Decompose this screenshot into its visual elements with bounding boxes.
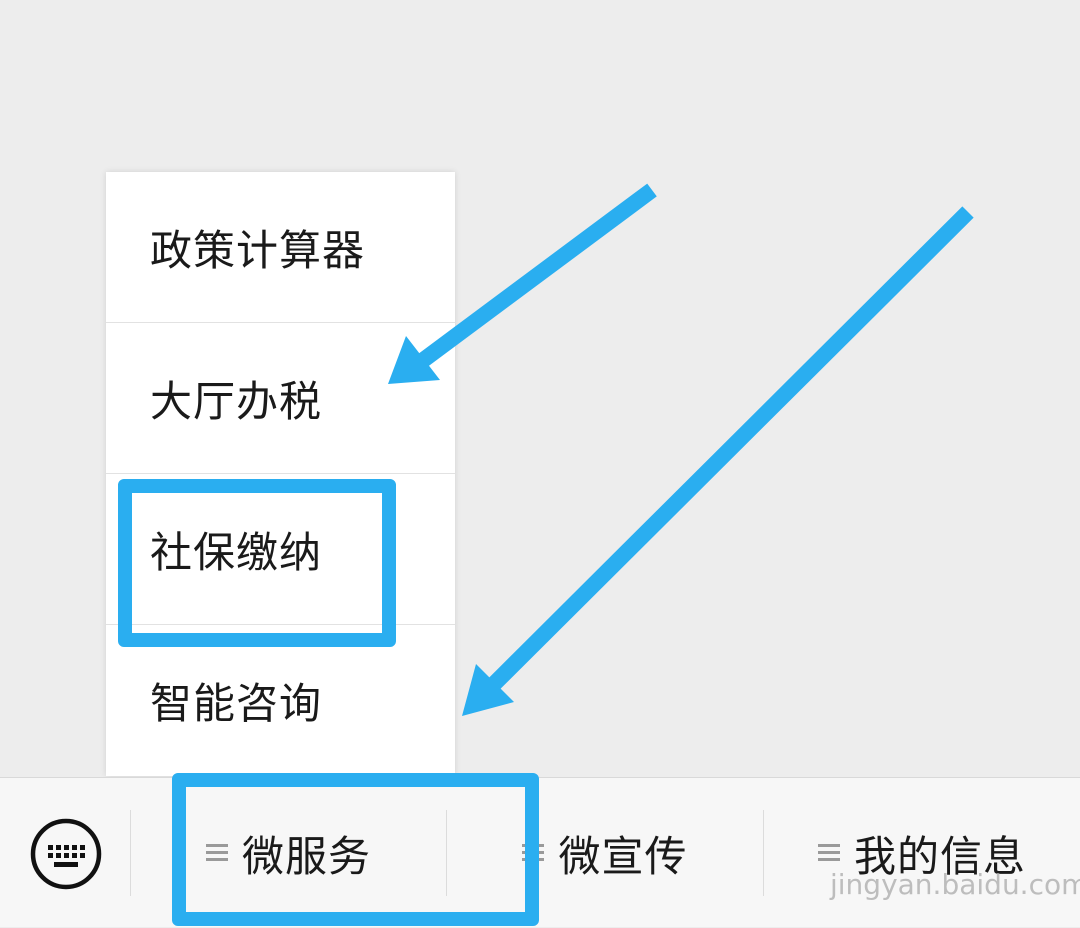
menu-item-policy-calculator[interactable]: 政策计算器: [106, 172, 455, 323]
tab-label: 微服务: [241, 831, 371, 881]
hamburger-icon: [817, 844, 840, 862]
tab-label: 我的信息: [853, 831, 1026, 881]
divider: [446, 810, 447, 896]
menu-item-social-security[interactable]: 社保缴纳: [106, 474, 455, 625]
tab-label: 微宣传: [558, 831, 688, 881]
menu-item-label: 社保缴纳: [150, 527, 323, 577]
submenu-popup: 政策计算器 大厅办税 社保缴纳 智能咨询: [106, 172, 455, 776]
tab-micro-service[interactable]: 微服务: [131, 778, 446, 928]
hamburger-icon: [205, 844, 228, 862]
keyboard-toggle-button[interactable]: [30, 818, 102, 890]
keyboard-icon: [30, 818, 102, 890]
tab-micro-promo[interactable]: 微宣传: [447, 778, 763, 928]
tab-my-info[interactable]: 我的信息: [764, 778, 1080, 928]
hamburger-icon: [522, 844, 545, 862]
menu-item-label: 大厅办税: [150, 376, 323, 426]
menu-item-smart-consult[interactable]: 智能咨询: [106, 625, 455, 776]
menu-item-label: 政策计算器: [150, 225, 366, 275]
menu-item-label: 智能咨询: [150, 679, 323, 728]
bottom-menu-bar: 微服务 微宣传 我的信息: [0, 777, 1080, 927]
menu-item-hall-tax[interactable]: 大厅办税: [106, 323, 455, 474]
divider: [130, 810, 131, 896]
divider: [763, 810, 764, 896]
